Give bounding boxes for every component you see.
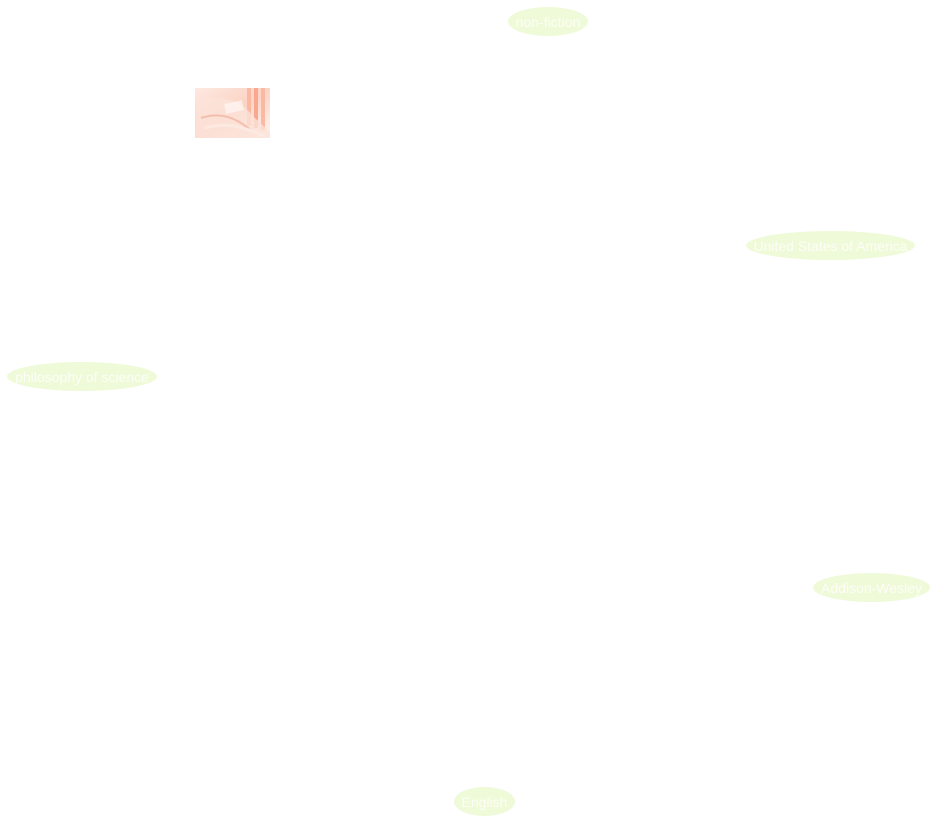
book-cover-thumbnail-icon[interactable] <box>195 88 270 138</box>
graph-node-label: non-fiction <box>515 13 581 30</box>
graph-node-non-fiction[interactable]: non-fiction <box>508 7 588 36</box>
graph-node-united-states-of-america[interactable]: United States of America <box>746 231 915 260</box>
graph-node-label: philosophy of science <box>15 368 149 385</box>
graph-node-label: Addison-Wesley <box>821 579 922 596</box>
graph-node-label: United States of America <box>753 237 908 254</box>
graph-node-philosophy-of-science[interactable]: philosophy of science <box>7 362 157 391</box>
graph-node-addison-wesley[interactable]: Addison-Wesley <box>813 573 930 602</box>
graph-node-label: English <box>461 793 508 810</box>
graph-node-english[interactable]: English <box>454 787 515 816</box>
